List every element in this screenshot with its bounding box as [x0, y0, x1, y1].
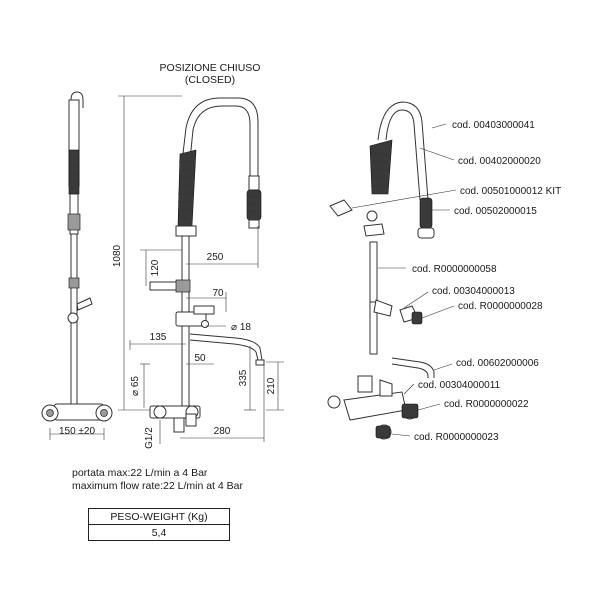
dim-280: 280 [214, 426, 231, 437]
dim-210: 210 [266, 377, 277, 394]
exploded-view [327, 101, 457, 440]
part-code-labels: cod. 00403000041 cod. 00402000020 cod. 0… [412, 120, 561, 443]
part-code: cod. 00402000020 [458, 156, 541, 167]
part-code: cod. 00602000006 [456, 358, 539, 369]
dim-65: ⌀ 65 [130, 376, 141, 396]
dim-70: 70 [212, 288, 224, 299]
part-code: cod. 00502000015 [454, 206, 537, 217]
dim-1080: 1080 [112, 244, 123, 267]
side-view: 150 ±20 [41, 91, 113, 440]
dim-335: 335 [238, 369, 249, 386]
dim-g12: G1/2 [144, 427, 155, 449]
title-line2: (CLOSED) [185, 74, 235, 86]
part-code: cod. R0000000028 [458, 301, 543, 312]
flow-rate-english: maximum flow rate:22 L/min at 4 Bar [72, 480, 243, 492]
weight-value: 5,4 [88, 524, 230, 541]
part-code: cod. R0000000022 [444, 399, 529, 410]
dim-120: 120 [150, 259, 161, 276]
weight-header: PESO-WEIGHT (Kg) [88, 508, 230, 525]
flow-rate-notes: portata max:22 L/min a 4 Bar maximum flo… [72, 467, 243, 493]
part-code: cod. 00501000012 KIT [460, 186, 561, 197]
dim-135: 135 [150, 332, 167, 343]
dim-250: 250 [207, 252, 224, 263]
part-code: cod. 00403000041 [452, 120, 535, 131]
part-code: cod. 00304000013 [432, 286, 515, 297]
title-line1: POSIZIONE CHIUSO [160, 62, 261, 74]
flow-rate-italian: portata max:22 L/min a 4 Bar [72, 467, 208, 479]
front-view: 1080 120 250 70 ⌀ 18 135 50 ⌀ 65 335 [112, 95, 284, 449]
part-code: cod. 00304000011 [418, 380, 501, 391]
dim-150: 150 ±20 [59, 426, 96, 437]
dim-50: 50 [194, 353, 206, 364]
part-code: cod. R0000000023 [414, 432, 499, 443]
dim-18: ⌀ 18 [231, 322, 251, 333]
weight-table: PESO-WEIGHT (Kg) 5,4 [88, 508, 230, 541]
part-code: cod. R0000000058 [412, 264, 497, 275]
